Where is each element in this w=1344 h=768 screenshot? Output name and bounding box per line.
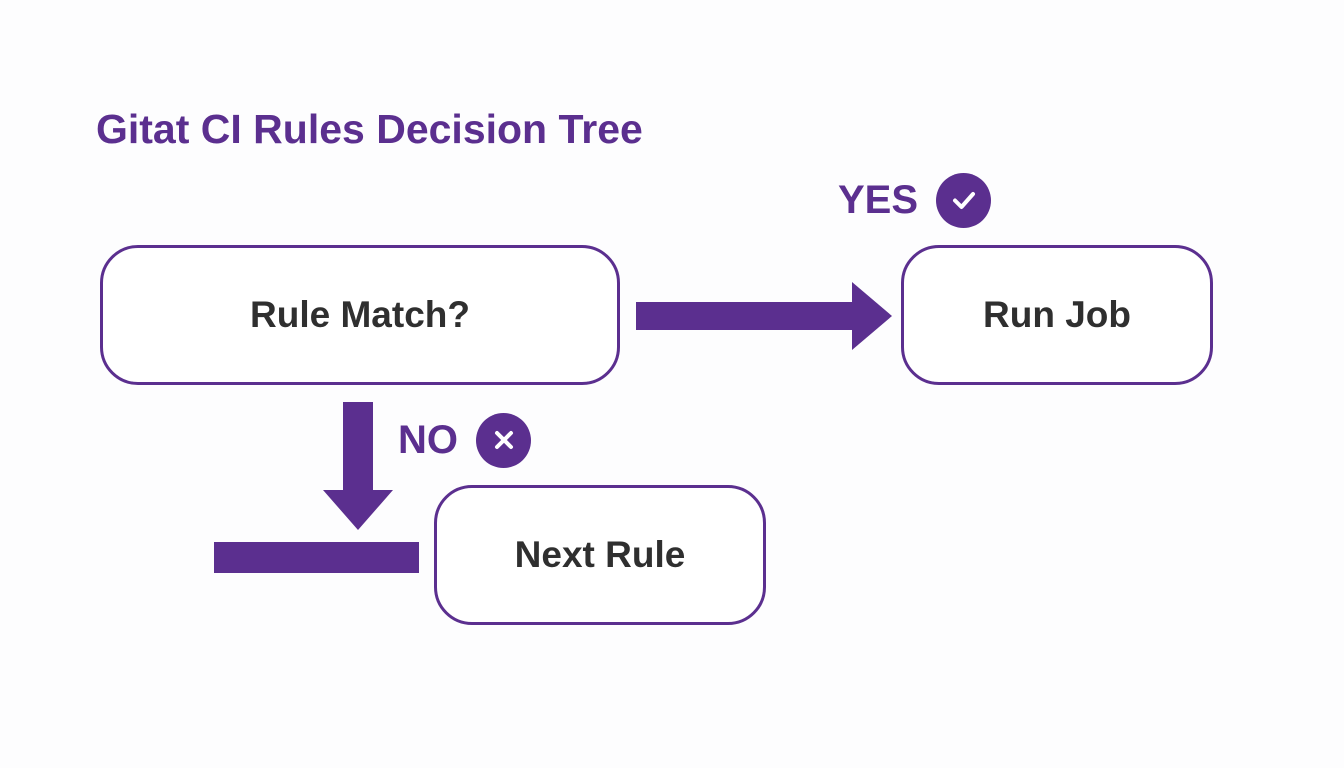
- yes-decision: YES: [838, 172, 992, 228]
- diagram-title: Gitat CI Rules Decision Tree: [96, 106, 643, 152]
- no-label: NO: [398, 417, 458, 462]
- next-rule-connector: [214, 542, 419, 573]
- yes-label: YES: [838, 177, 919, 222]
- run-job-label: Run Job: [983, 294, 1131, 335]
- next-rule-label: Next Rule: [514, 534, 686, 575]
- x-icon: [476, 412, 531, 468]
- run-job-node: Run Job: [901, 245, 1213, 385]
- no-decision: NO: [398, 412, 531, 468]
- next-rule-node: Next Rule: [434, 485, 766, 625]
- rule-match-label: Rule Match?: [250, 294, 470, 335]
- check-icon: [936, 172, 992, 228]
- rule-match-node: Rule Match?: [100, 245, 620, 385]
- yes-arrow: [636, 282, 892, 350]
- no-arrow: [323, 402, 393, 530]
